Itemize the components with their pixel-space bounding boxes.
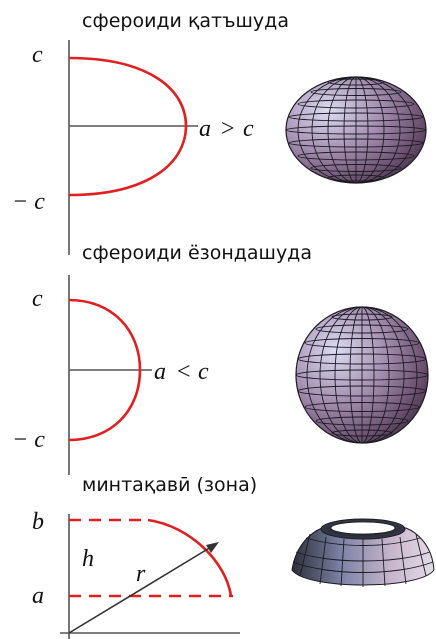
prolate-spheroid-surface (295, 306, 429, 444)
h-label: h (82, 546, 94, 572)
oblate-spheroid-surface (285, 76, 427, 184)
radius-arrowhead (206, 542, 219, 553)
top-c-label: c (32, 286, 43, 312)
oblate-profile-curve (68, 56, 188, 197)
oblate-spheroid-diagram: c − c a > c (12, 40, 427, 255)
a-label: a (32, 583, 44, 609)
heading-zone: минтақавӣ (зона) (82, 474, 258, 496)
heading-oblate-spheroid: сфероиди қатъшуда (82, 10, 289, 32)
condition-operator: < (177, 359, 191, 385)
prolate-profile-curve (68, 298, 142, 442)
bottom-c-label: − c (12, 427, 45, 453)
b-label: b (32, 509, 44, 535)
radius-line (68, 543, 217, 634)
r-label: r (136, 561, 146, 587)
bottom-c-label: − c (12, 189, 45, 215)
condition-c: c (198, 359, 209, 385)
heading-prolate-spheroid: сфероиди ёзондашуда (82, 242, 312, 264)
condition-c: c (243, 116, 254, 142)
zone-diagram: b a h r (32, 509, 435, 639)
condition-a: a (199, 116, 211, 142)
condition-a: a (154, 359, 166, 385)
top-c-label: c (32, 42, 43, 68)
zone-arc (147, 518, 233, 597)
spherical-zone-surface (291, 518, 435, 587)
prolate-spheroid-diagram: c − c a < c (12, 275, 429, 475)
condition-operator: > (221, 116, 235, 142)
